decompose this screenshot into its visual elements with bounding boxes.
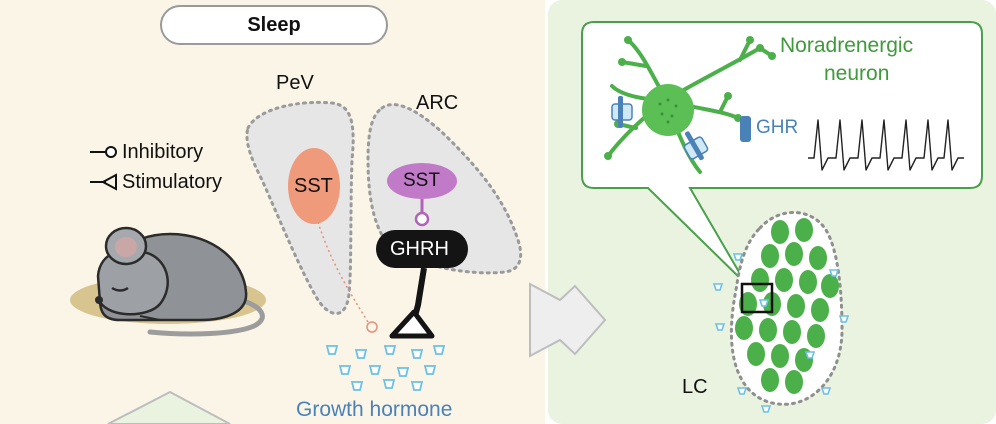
neuron-nucleus-dots [658,98,678,124]
lc-label: LC [682,376,708,398]
legend-stimulatory-label: Stimulatory [122,171,223,193]
sst-pev-terminal [366,321,378,333]
ghrh-stimulatory-terminal [389,309,435,339]
ghr-label: GHR [756,117,799,138]
sst-pev-cell [288,148,340,224]
sst-arc-label: SST [403,170,440,191]
ghrh-label: GHRH [390,238,449,260]
arc-label: ARC [416,92,459,114]
lc-zoom-box [740,282,774,314]
stimulatory-symbol [90,173,117,191]
legend-inhibitory-label: Inhibitory [122,141,204,163]
panel-arrow [529,282,607,358]
callout-box [581,21,983,285]
sst-arc-cell [387,163,457,199]
neuron-label-line1: Noradrenergic [780,34,914,57]
growth-hormone-molecules [325,345,446,391]
sst-pev-projection [317,221,369,323]
ghrh-cell [376,230,468,268]
lc-growth-hormone-molecules [712,253,850,413]
sst-arc-inhibitory-terminal [414,211,430,227]
neuron-ghr-receptors [611,96,709,161]
sleeping-mouse-illustration [70,226,266,337]
sst-pev-label: SST [294,175,333,197]
spike-train [808,119,964,171]
sleep-title-pill: Sleep [160,5,388,45]
pev-label: PeV [276,72,314,94]
ghr-receptor-icon [740,116,751,142]
neuron-soma [642,84,694,136]
sleep-title: Sleep [247,13,301,36]
lc-neurons [735,218,839,394]
growth-hormone-label: Growth hormone [296,398,453,421]
neuron-label-line2: neuron [824,62,890,85]
inhibitory-symbol [90,146,117,158]
lower-panel-hint [107,390,231,424]
